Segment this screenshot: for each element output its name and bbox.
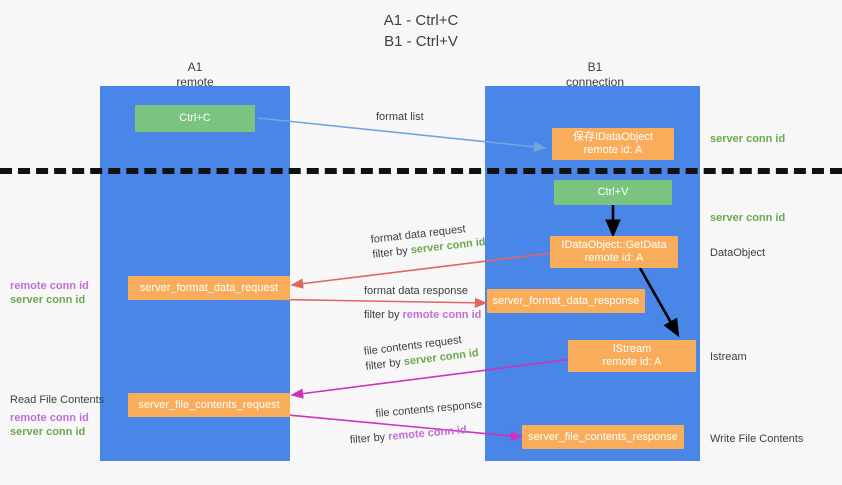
- node-ctrl-v[interactable]: Ctrl+V: [554, 180, 672, 205]
- node-ctrl-c[interactable]: Ctrl+C: [135, 105, 255, 132]
- label-server-conn-id-top: server conn id: [710, 132, 785, 146]
- label-read-file-contents-text: Read File Contents: [10, 394, 105, 406]
- column-header-a1-name: A1: [187, 60, 203, 74]
- column-header-a1-sub: remote: [176, 75, 214, 89]
- edge-label-file-contents-response: file contents response filter by remote …: [349, 398, 485, 447]
- label-server-conn-id-mid-text: server conn id: [710, 212, 786, 224]
- node-server-file-contents-response-label: server_file_contents_response: [528, 430, 678, 443]
- filter-value-remote-conn-id: remote conn id: [387, 424, 468, 443]
- label-server-conn-id-mid: server conn id: [710, 211, 785, 225]
- node-save-idataobject[interactable]: 保存IDataObject remote id: A: [552, 128, 674, 160]
- node-server-file-contents-response[interactable]: server_file_contents_response: [522, 425, 684, 449]
- node-istream-line1: IStream: [612, 343, 652, 355]
- node-save-idataobject-line1: 保存IDataObject: [572, 131, 654, 143]
- label-dataobject-text: DataObject: [710, 247, 766, 259]
- filter-prefix: filter by: [349, 430, 389, 447]
- label-format-conn-ids: remote conn id server conn id: [10, 279, 89, 307]
- edge-label-format-data-request: format data request filter by server con…: [370, 220, 486, 263]
- edge-label-format-list-text: format list: [376, 111, 424, 123]
- filter-prefix: filter by: [364, 309, 403, 321]
- node-getdata-line1: IDataObject::GetData: [561, 239, 667, 251]
- node-getdata[interactable]: IDataObject::GetData remote id: A: [550, 236, 678, 268]
- filter-prefix: filter by: [371, 244, 412, 261]
- node-server-file-contents-request[interactable]: server_file_contents_request: [128, 393, 290, 417]
- edge-label-file-contents-request: file contents request filter by server c…: [363, 331, 480, 375]
- title-line-1: A1 - Ctrl+C: [383, 12, 459, 29]
- edge-label-format-data-response: format data response filter by remote co…: [364, 284, 481, 323]
- label-file-conn-ids: remote conn id server conn id: [10, 411, 89, 439]
- node-save-idataobject-line2: remote id: A: [583, 144, 643, 156]
- label-istream-text: Istream: [710, 351, 747, 363]
- node-istream[interactable]: IStream remote id: A: [568, 340, 696, 372]
- label-write-file-contents-text: Write File Contents: [710, 433, 804, 445]
- node-getdata-line2: remote id: A: [584, 252, 644, 264]
- node-server-file-contents-request-label: server_file_contents_request: [138, 398, 280, 411]
- edge-label-file-contents-response-text: file contents response: [375, 398, 483, 420]
- column-header-b1-sub: connection: [565, 75, 625, 89]
- title-line-2: B1 - Ctrl+V: [384, 33, 458, 50]
- diagram-title: A1 - Ctrl+C B1 - Ctrl+V: [0, 10, 842, 52]
- node-ctrl-c-label: Ctrl+C: [179, 112, 211, 124]
- label-server-conn-id-top-text: server conn id: [710, 133, 786, 145]
- label-file-server-conn-id: server conn id: [10, 426, 86, 438]
- edge-label-format-list: format list: [376, 110, 424, 125]
- label-write-file-contents: Write File Contents: [710, 432, 803, 446]
- label-read-file-contents: Read File Contents: [10, 393, 104, 407]
- filter-value-remote-conn-id: remote conn id: [402, 309, 482, 321]
- column-header-b1-name: B1: [587, 60, 603, 74]
- node-istream-line2: remote id: A: [602, 356, 662, 368]
- label-istream: Istream: [710, 350, 747, 364]
- column-header-a1: A1 remote: [130, 60, 260, 90]
- node-server-format-data-response-label: server_format_data_response: [492, 294, 640, 307]
- phase-divider: [0, 168, 842, 174]
- label-file-remote-conn-id: remote conn id: [10, 412, 89, 424]
- filter-prefix: filter by: [364, 356, 405, 373]
- node-server-format-data-response[interactable]: server_format_data_response: [487, 289, 645, 313]
- edge-label-format-data-response-filter: filter by remote conn id: [364, 308, 481, 323]
- label-format-remote-conn-id: remote conn id: [10, 280, 89, 292]
- node-server-format-data-request[interactable]: server_format_data_request: [128, 276, 290, 300]
- column-header-b1: B1 connection: [530, 60, 660, 90]
- edge-label-format-data-response-text: format data response: [364, 285, 468, 297]
- label-dataobject: DataObject: [710, 246, 765, 260]
- node-server-format-data-request-label: server_format_data_request: [139, 281, 279, 294]
- label-format-server-conn-id: server conn id: [10, 294, 86, 306]
- node-ctrl-v-label: Ctrl+V: [597, 186, 629, 198]
- edge-label-file-contents-response-filter: filter by remote conn id: [349, 422, 485, 449]
